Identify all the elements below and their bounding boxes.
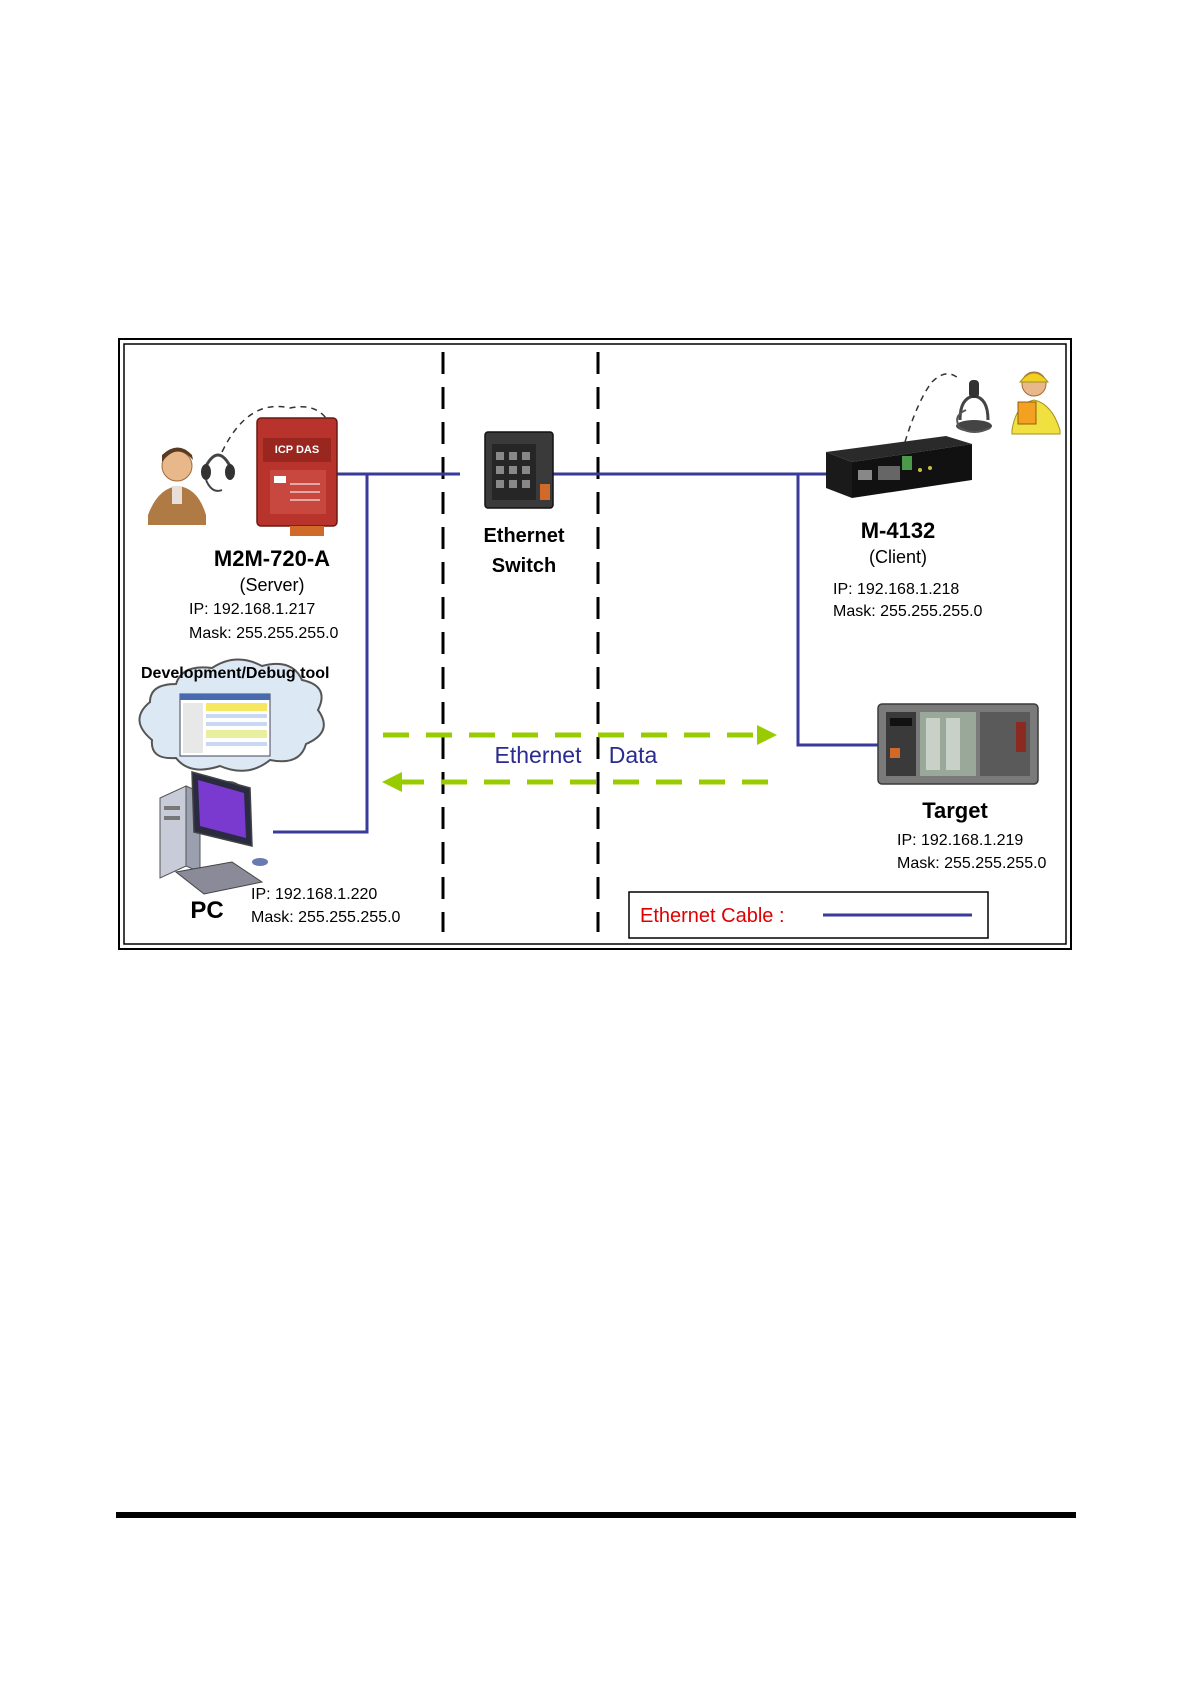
data-flow-word2: Data: [609, 742, 658, 768]
client-role: (Client): [869, 547, 927, 567]
client-ip: IP: 192.168.1.218: [833, 581, 959, 598]
plc-target-icon: [878, 704, 1038, 784]
switch-label-line2: Switch: [492, 555, 556, 577]
target-name: Target: [922, 798, 988, 823]
data-arrow-left-head: [382, 772, 402, 792]
server-role: (Server): [239, 575, 304, 595]
data-arrow-right-head: [757, 725, 777, 745]
client-name: M-4132: [861, 518, 936, 543]
ethernet-switch-icon: [485, 432, 553, 508]
legend-label: Ethernet Cable :: [640, 905, 785, 927]
switch-label-line1: Ethernet: [483, 525, 564, 547]
pc-mask: Mask: 255.255.255.0: [251, 909, 401, 926]
operator-person-icon: [148, 448, 206, 526]
pc-name: PC: [190, 897, 223, 924]
ethernet-cables: [273, 474, 878, 832]
pc-tool-label: Development/Debug tool: [141, 665, 329, 682]
server-ip: IP: 192.168.1.217: [189, 601, 315, 618]
server-name: M2M-720-A: [214, 546, 330, 571]
pc-ip: IP: 192.168.1.220: [251, 886, 377, 903]
wireless-link-client: [905, 374, 958, 442]
server-brand-mark: ICP DAS: [275, 444, 319, 456]
headset-icon: [201, 455, 235, 491]
desktop-pc-icon: [160, 772, 268, 894]
worker-person-icon: [1012, 372, 1060, 434]
target-ip: IP: 192.168.1.219: [897, 832, 1023, 849]
server-mask: Mask: 255.255.255.0: [189, 625, 339, 642]
server-device-icon: [257, 418, 337, 536]
client-mask: Mask: 255.255.255.0: [833, 603, 983, 620]
page-footer-rule: [116, 1512, 1076, 1518]
target-mask: Mask: 255.255.255.0: [897, 855, 1047, 872]
data-flow-word1: Ethernet: [495, 742, 583, 768]
client-device-icon: [826, 436, 972, 498]
microphone-icon: [956, 380, 992, 432]
